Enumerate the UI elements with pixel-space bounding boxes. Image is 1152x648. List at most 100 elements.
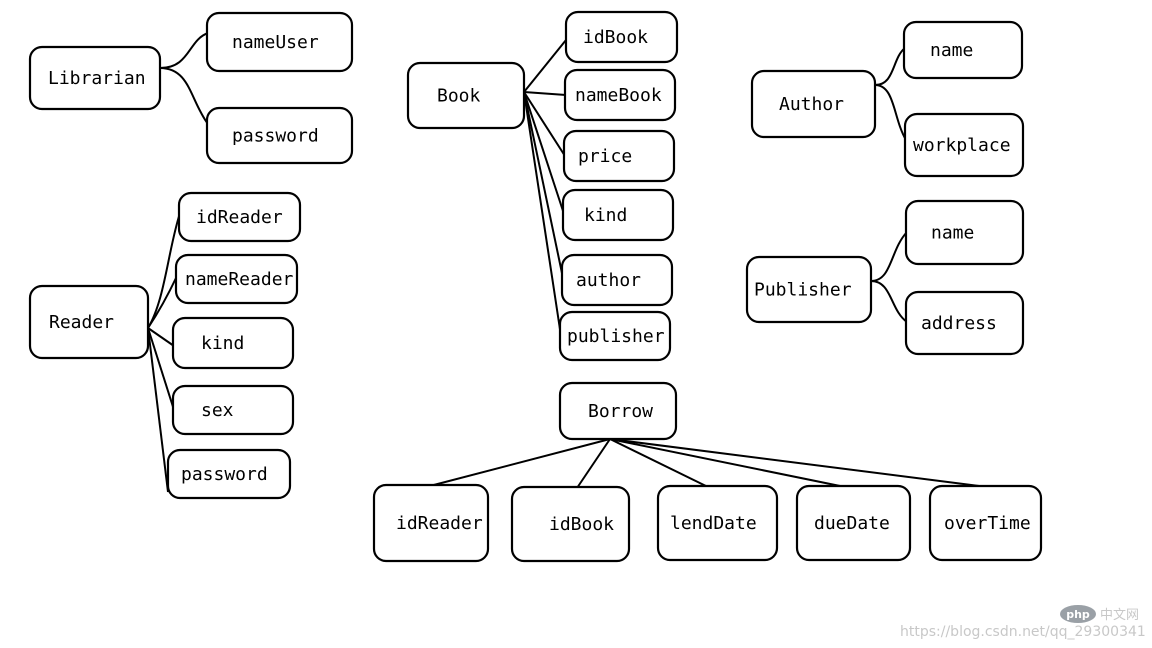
attribute-librarian-nameUser-box: [205, 11, 354, 73]
attribute-reader-nameReader-label: nameReader: [185, 269, 294, 290]
attribute-borrow-lendDate-label: lendDate: [670, 513, 757, 534]
attribute-book-kind-label: kind: [584, 205, 627, 226]
borrow-edge-2: [609, 438, 709, 488]
attribute-librarian-password: password: [205, 106, 354, 165]
entity-reader-label: Reader: [49, 312, 114, 333]
author-edge-0: [874, 47, 906, 86]
attribute-reader-idReader-box: [177, 191, 302, 243]
nodes-layer: LibrariannameUserpasswordBookidBooknameB…: [28, 10, 1043, 563]
attribute-reader-kind: kind: [171, 316, 295, 370]
attribute-borrow-overTime-box: [928, 484, 1043, 562]
attribute-publisher-address: address: [904, 290, 1025, 356]
attribute-reader-sex-label: sex: [201, 400, 234, 421]
watermark-logo-text: php: [1066, 608, 1090, 621]
attribute-author-name-label: name: [930, 40, 973, 61]
attribute-borrow-idReader-box: [372, 483, 490, 563]
watermark-site-text: 中文网: [1100, 608, 1139, 623]
book-edge-4: [523, 91, 564, 279]
attribute-librarian-password-label: password: [232, 126, 319, 147]
attribute-book-author-label: author: [576, 270, 641, 291]
attribute-borrow-dueDate-label: dueDate: [814, 513, 890, 534]
librarian-edge-0: [159, 32, 209, 69]
entity-publisher: Publisher: [745, 255, 873, 324]
book-edge-1: [523, 91, 567, 96]
entity-borrow-box: [558, 381, 678, 441]
entity-book-label: Book: [437, 86, 481, 107]
attribute-borrow-idBook-label: idBook: [549, 514, 614, 535]
book-edge-5: [523, 91, 562, 337]
borrow-edge-0: [425, 438, 611, 488]
reader-edge-4: [147, 327, 169, 493]
attribute-borrow-overTime-label: overTime: [944, 513, 1031, 534]
attribute-librarian-password-box: [205, 106, 354, 165]
attribute-reader-idReader: idReader: [177, 191, 302, 243]
entity-librarian-label: Librarian: [48, 68, 146, 89]
borrow-edge-4: [609, 438, 988, 488]
attribute-book-price-box: [562, 129, 676, 183]
attribute-publisher-name-label: name: [931, 223, 974, 244]
attribute-borrow-lendDate: lendDate: [656, 484, 779, 562]
edges-layer: [147, 32, 988, 493]
attribute-publisher-name: name: [904, 199, 1025, 266]
attribute-publisher-address-label: address: [921, 313, 997, 334]
watermark-url: https://blog.csdn.net/qq_29300341: [900, 624, 1146, 640]
attribute-book-author: author: [560, 253, 674, 307]
attribute-book-nameBook: nameBook: [563, 68, 677, 122]
attribute-reader-kind-box: [171, 316, 295, 370]
attribute-book-price-label: price: [578, 146, 632, 167]
entity-author: Author: [750, 69, 877, 139]
attribute-book-kind-box: [561, 188, 675, 242]
borrow-edge-3: [609, 438, 846, 488]
entity-book-box: [406, 61, 526, 130]
attribute-reader-sex: sex: [171, 384, 295, 436]
attribute-reader-password: password: [166, 448, 292, 500]
book-edge-2: [523, 91, 566, 157]
attribute-book-nameBook-label: nameBook: [575, 85, 662, 106]
reader-edge-2: [147, 327, 175, 347]
attribute-reader-password-box: [166, 448, 292, 500]
reader-edge-3: [147, 327, 175, 411]
entity-librarian: Librarian: [28, 45, 162, 111]
attribute-borrow-idReader: idReader: [372, 483, 490, 563]
attribute-book-publisher-box: [558, 310, 672, 362]
publisher-edge-1: [870, 280, 908, 323]
attribute-borrow-overTime: overTime: [928, 484, 1043, 562]
publisher-edge-0: [870, 231, 908, 282]
attribute-reader-idReader-label: idReader: [196, 207, 283, 228]
entity-borrow: Borrow: [558, 381, 678, 441]
attribute-book-idBook: idBook: [564, 10, 679, 64]
book-edge-0: [523, 39, 567, 93]
librarian-edge-1: [159, 67, 209, 125]
watermark: php 中文网 https://blog.csdn.net/qq_2930034…: [900, 605, 1146, 640]
attribute-reader-kind-label: kind: [201, 333, 244, 354]
attribute-reader-password-label: password: [181, 464, 268, 485]
attribute-librarian-nameUser-label: nameUser: [232, 32, 319, 53]
entity-book: Book: [406, 61, 526, 130]
attribute-borrow-idBook: idBook: [510, 485, 631, 563]
attribute-borrow-idReader-label: idReader: [396, 513, 483, 534]
attribute-author-name: name: [902, 20, 1024, 80]
entity-publisher-label: Publisher: [754, 280, 852, 301]
entity-reader-box: [28, 284, 150, 360]
attribute-book-idBook-box: [564, 10, 679, 64]
attribute-book-kind: kind: [561, 188, 675, 242]
attribute-book-publisher: publisher: [558, 310, 672, 362]
entity-borrow-label: Borrow: [588, 401, 653, 422]
attribute-author-workplace-box: [903, 112, 1025, 178]
entity-author-box: [750, 69, 877, 139]
reader-edge-0: [147, 212, 181, 329]
author-edge-1: [874, 84, 907, 141]
attribute-author-workplace-label: workplace: [913, 135, 1011, 156]
attribute-author-name-box: [902, 20, 1024, 80]
entity-reader: Reader: [28, 284, 150, 360]
attribute-publisher-address-box: [904, 290, 1025, 356]
attribute-book-idBook-label: idBook: [583, 27, 648, 48]
attribute-author-workplace: workplace: [903, 112, 1025, 178]
attribute-reader-sex-box: [171, 384, 295, 436]
entity-librarian-box: [28, 45, 162, 111]
attribute-publisher-name-box: [904, 199, 1025, 266]
attribute-borrow-dueDate-box: [795, 484, 912, 562]
attribute-borrow-idBook-box: [510, 485, 631, 563]
attribute-reader-nameReader-box: [174, 253, 299, 305]
entity-publisher-box: [745, 255, 873, 324]
